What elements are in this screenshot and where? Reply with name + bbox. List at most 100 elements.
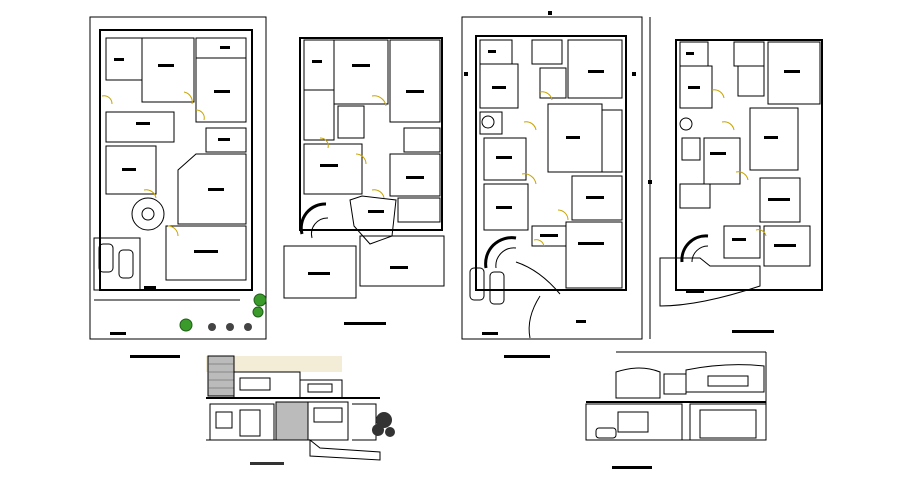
room bbox=[679, 65, 713, 109]
room-label bbox=[578, 242, 604, 245]
room bbox=[333, 39, 389, 105]
room-label bbox=[586, 196, 604, 199]
room-label bbox=[406, 90, 424, 93]
room bbox=[337, 105, 365, 139]
stone-cladding bbox=[275, 401, 309, 441]
room-label bbox=[312, 60, 322, 63]
shrub-icon bbox=[244, 323, 252, 331]
room bbox=[763, 225, 811, 267]
stone-cladding bbox=[207, 355, 235, 397]
room bbox=[483, 183, 529, 231]
room-label bbox=[686, 52, 694, 55]
plan-caption bbox=[344, 322, 386, 325]
curved-path bbox=[528, 295, 541, 339]
room-label bbox=[688, 86, 700, 89]
spiral-stair bbox=[691, 245, 709, 263]
room-angled bbox=[177, 153, 247, 225]
ground-floor bbox=[689, 403, 767, 441]
hall bbox=[349, 195, 397, 245]
car-icon bbox=[98, 243, 114, 273]
door-swing bbox=[521, 173, 537, 185]
car-icon bbox=[469, 267, 485, 301]
room bbox=[397, 197, 441, 223]
shrub-icon bbox=[208, 323, 216, 331]
room bbox=[303, 39, 335, 91]
plan-caption bbox=[504, 355, 550, 358]
plan-caption bbox=[130, 355, 180, 358]
elevation-caption bbox=[250, 462, 284, 465]
car-icon bbox=[595, 427, 617, 439]
room bbox=[602, 109, 623, 173]
room-label bbox=[588, 70, 604, 73]
shrub-icon bbox=[226, 323, 234, 331]
room bbox=[403, 127, 441, 153]
room bbox=[723, 225, 761, 259]
room-label bbox=[368, 210, 384, 213]
room bbox=[749, 107, 799, 171]
room-label bbox=[576, 320, 586, 323]
room bbox=[105, 111, 175, 143]
spiral-stair-small bbox=[679, 117, 693, 131]
door-swing bbox=[167, 225, 179, 237]
window bbox=[707, 375, 749, 387]
floor-plan-4 bbox=[659, 39, 823, 333]
floor-plan-3 bbox=[461, 11, 652, 358]
room-label bbox=[496, 206, 512, 209]
room bbox=[141, 37, 195, 103]
elevation-2 bbox=[585, 351, 767, 469]
door-swing bbox=[539, 91, 553, 101]
car-icon bbox=[489, 271, 505, 305]
room-label bbox=[710, 152, 726, 155]
door-swing bbox=[721, 121, 735, 131]
terrace bbox=[283, 245, 357, 299]
tree-icon bbox=[179, 318, 193, 332]
tree-icon bbox=[385, 427, 395, 437]
garage bbox=[93, 237, 141, 291]
room-label bbox=[214, 90, 230, 93]
spiral-stair bbox=[495, 247, 517, 269]
curved-wall bbox=[515, 261, 561, 295]
room-label bbox=[220, 46, 230, 49]
room bbox=[539, 67, 567, 99]
ground-floor bbox=[209, 403, 275, 441]
room bbox=[303, 143, 363, 195]
elevation-1 bbox=[206, 355, 395, 465]
room-label bbox=[136, 122, 150, 125]
terrace bbox=[659, 257, 761, 307]
gate-label bbox=[482, 332, 498, 335]
room-label bbox=[122, 168, 136, 171]
room bbox=[571, 175, 623, 221]
ground-floor bbox=[585, 403, 683, 441]
floor-plan-2 bbox=[283, 37, 445, 325]
room-label bbox=[406, 176, 424, 179]
window bbox=[663, 373, 687, 395]
door-swing bbox=[319, 137, 329, 149]
room-label bbox=[144, 286, 156, 289]
room-label bbox=[768, 198, 790, 201]
room-label bbox=[488, 50, 496, 53]
tree-icon bbox=[372, 424, 384, 436]
room-label bbox=[784, 70, 800, 73]
outer-wall bbox=[675, 39, 823, 291]
door-swing bbox=[355, 153, 367, 165]
boundary-wall bbox=[352, 403, 377, 441]
spiral-stair bbox=[680, 234, 709, 263]
terrace bbox=[359, 235, 445, 287]
room bbox=[767, 41, 821, 105]
room bbox=[479, 63, 519, 109]
tree-icon bbox=[253, 293, 267, 307]
room-label bbox=[774, 244, 796, 247]
room-label bbox=[566, 136, 580, 139]
door-swing bbox=[711, 89, 725, 99]
room-label bbox=[194, 250, 218, 253]
door-swing bbox=[735, 171, 749, 181]
door-swing bbox=[371, 95, 387, 107]
spiral-stair bbox=[311, 217, 329, 239]
window bbox=[215, 411, 233, 429]
dimension-marker bbox=[548, 11, 552, 15]
room bbox=[531, 225, 567, 247]
spiral-stair-core bbox=[141, 207, 155, 221]
garage-opening bbox=[617, 411, 649, 433]
room-label bbox=[492, 86, 506, 89]
door-swing bbox=[557, 209, 569, 221]
